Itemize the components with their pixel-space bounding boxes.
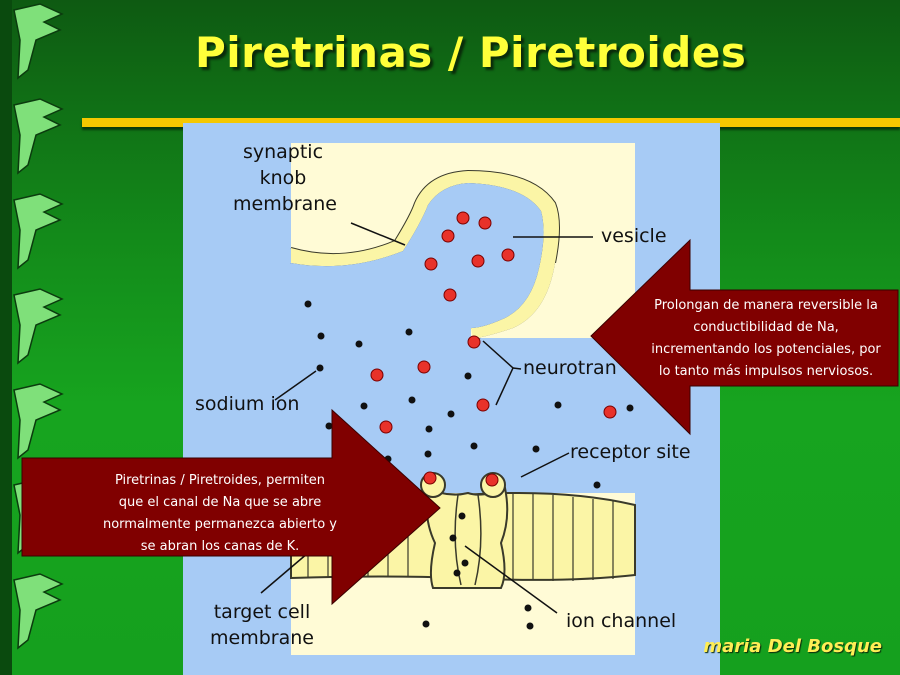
footer-author: maria Del Bosque	[703, 636, 882, 657]
label-neurotransmitter: neurotran	[523, 357, 617, 379]
knob-interior	[291, 183, 544, 383]
label-ion-channel: ion channel	[566, 610, 677, 632]
label-sodium-ion: sodium ion	[195, 393, 300, 415]
label-receptor-site: receptor site	[570, 441, 691, 463]
callout-left-text: Piretrinas / Piretroides, permiten que e…	[102, 473, 338, 554]
label-target-cell: target cell membrane	[210, 601, 314, 649]
slide-title: Piretrinas / Piretroides	[195, 28, 747, 77]
label-vesicle: vesicle	[601, 225, 667, 247]
callout-right-arrow	[590, 238, 899, 436]
callout-left-arrow	[21, 408, 441, 606]
knob-membrane-fill	[291, 171, 559, 338]
neurotransmitter-dots	[370, 211, 617, 487]
label-synaptic-knob: synaptic knob membrane	[233, 141, 337, 215]
leader-lines	[260, 222, 593, 614]
title-underline	[82, 118, 900, 127]
callout-right-text: Prolongan de manera reversible la conduc…	[651, 298, 881, 379]
